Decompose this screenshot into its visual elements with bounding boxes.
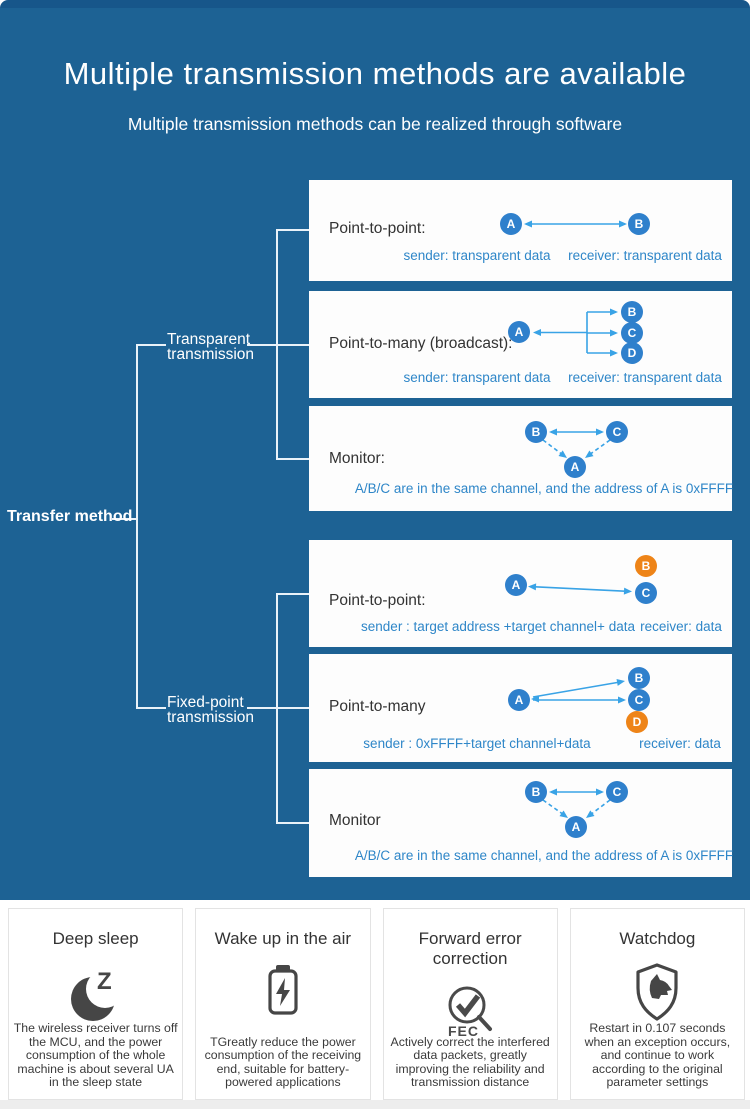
node-a: A: [564, 456, 586, 478]
box2-caption-sender: sender: transparent data: [403, 370, 551, 385]
box1-caption-receiver: receiver: transparent data: [568, 248, 722, 263]
feature-card-fec: Forward error correction FEC Actively co…: [382, 908, 558, 1100]
battery-charge-icon: [196, 959, 369, 1036]
branch2-stub-box6: [276, 822, 309, 824]
box2-caption-receiver: receiver: transparent data: [568, 370, 722, 385]
box-fixed-point-to-point: Point-to-point: A B C sender : target ad…: [309, 540, 732, 647]
branch2-stub-box4: [276, 593, 309, 595]
node-c: C: [621, 322, 643, 344]
box3-caption: A/B/C are in the same channel, and the a…: [354, 481, 734, 496]
feature-title: Forward error correction: [418, 929, 522, 968]
moon-sleep-icon: Z: [9, 959, 182, 1036]
node-b: B: [525, 421, 547, 443]
branch1-stub-box1: [276, 229, 309, 231]
node-b: B: [525, 781, 547, 803]
tree-branch-transparent-label: Transparent transmission: [167, 331, 254, 363]
box-transparent-point-to-point: Point-to-point: A B sender: transparent …: [309, 180, 732, 281]
branch1-vertical-line: [276, 229, 278, 460]
box5-arrows: [531, 678, 626, 704]
box1-arrows: [524, 220, 627, 228]
node-d: D: [626, 711, 648, 733]
branch1-line-right: [247, 344, 309, 346]
node-b: B: [635, 555, 657, 577]
box4-caption-receiver: receiver: data: [640, 619, 722, 634]
box1-caption-sender: sender: transparent data: [403, 248, 551, 263]
box4-label: Point-to-point:: [329, 592, 426, 609]
box4-arrows: [528, 583, 632, 595]
node-c: C: [606, 781, 628, 803]
branch1-stub-box3: [276, 458, 309, 460]
box3-label: Monitor:: [329, 450, 385, 467]
node-a: A: [505, 574, 527, 596]
box6-label: Monitor: [329, 812, 381, 829]
box6-arrows: [542, 788, 611, 818]
node-c: C: [606, 421, 628, 443]
box2-label: Point-to-many (broadcast):: [329, 335, 513, 352]
feature-cards-row: Deep sleep Z The wireless receiver turns…: [8, 908, 745, 1100]
node-a: A: [565, 816, 587, 838]
node-a: A: [508, 321, 530, 343]
branch2-line-left: [136, 707, 166, 709]
branch2-line2: transmission: [167, 709, 254, 726]
box4-caption-sender: sender : target address +target channel+…: [361, 619, 635, 634]
box3-arrows: [542, 428, 611, 458]
branch1-line1: Transparent: [167, 331, 250, 348]
node-d: D: [621, 342, 643, 364]
box-transparent-monitor: Monitor: B C A A/B/C are in the same cha…: [309, 406, 734, 511]
branch2-line1: Fixed-point: [167, 694, 244, 711]
branch2-line-right: [247, 707, 309, 709]
feature-description: TGreatly reduce the power consumption of…: [204, 1034, 362, 1090]
feature-card-wake-up: Wake up in the air TGreatly reduce the p…: [195, 908, 371, 1100]
branch1-line2: transmission: [167, 346, 254, 363]
svg-text:FEC: FEC: [448, 1023, 479, 1039]
tree-branch-fixed-label: Fixed-point transmission: [167, 694, 254, 726]
node-c: C: [635, 582, 657, 604]
feature-description: Actively correct the interfered data pac…: [390, 1034, 550, 1090]
node-b: B: [628, 213, 650, 235]
box-fixed-point-to-many: Point-to-many A B C D sender : 0xFFFF+ta…: [309, 654, 732, 762]
top-cap-bar: [0, 0, 750, 8]
feature-title: Wake up in the air: [214, 929, 352, 948]
box5-label: Point-to-many: [329, 698, 426, 715]
branch2-vertical-line: [276, 593, 278, 824]
shield-dog-icon: [571, 959, 744, 1036]
feature-card-watchdog: Watchdog Restart in 0.107 seconds when a…: [569, 908, 745, 1100]
feature-card-deep-sleep: Deep sleep Z The wireless receiver turns…: [8, 908, 184, 1100]
box2-arrows: [533, 308, 618, 357]
magnifier-check-icon: FEC: [384, 979, 557, 1056]
box-fixed-monitor: Monitor B C A A/B/C are in the same chan…: [309, 769, 734, 877]
page-title: Multiple transmission methods are availa…: [63, 56, 687, 91]
feature-description: The wireless receiver turns off the MCU,…: [13, 1021, 178, 1090]
node-a: A: [500, 213, 522, 235]
branch1-line-left: [136, 344, 166, 346]
box1-label: Point-to-point:: [329, 220, 426, 237]
node-a: A: [508, 689, 530, 711]
bottom-strip: [0, 1100, 750, 1109]
feature-title: Watchdog: [619, 929, 696, 948]
page-subtitle: Multiple transmission methods can be rea…: [127, 114, 623, 134]
box-transparent-point-to-many: Point-to-many (broadcast): A B C D sende…: [309, 291, 732, 398]
node-b: B: [621, 301, 643, 323]
node-b: B: [628, 667, 650, 689]
root-connector-line: [112, 518, 138, 520]
box5-caption-sender: sender : 0xFFFF+target channel+data: [363, 736, 591, 751]
tree-root-label: Transfer method: [7, 508, 133, 525]
svg-text:Z: Z: [97, 968, 112, 995]
feature-title: Deep sleep: [52, 929, 139, 948]
feature-description: Restart in 0.107 seconds when an excepti…: [584, 1021, 731, 1090]
node-c: C: [628, 689, 650, 711]
box6-caption: A/B/C are in the same channel, and the a…: [354, 848, 734, 863]
trunk-line: [136, 344, 138, 709]
box5-caption-receiver: receiver: data: [639, 736, 721, 751]
